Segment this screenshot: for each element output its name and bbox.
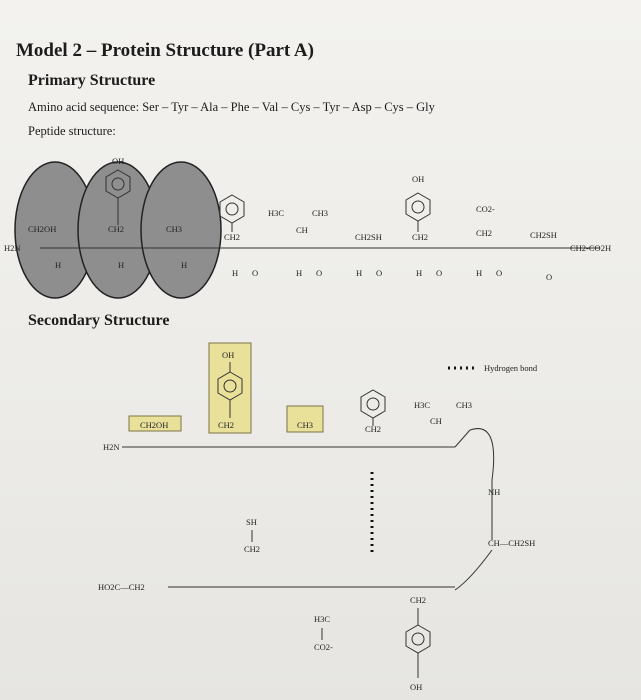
sec-c-terminus: HO2C—CH2 [98,582,145,592]
h-label: H [232,268,238,278]
ala-highlight-box [286,405,324,433]
sec-tyr-oh: OH [222,350,234,360]
h-label: H [476,268,482,278]
legend-label: Hydrogen bond [484,363,538,373]
sec-tyr-oh-b: OH [410,682,422,692]
sec-val-h3c: H3C [414,400,430,410]
sec-nh: NH [488,487,500,497]
val-ch3: CH3 [312,208,328,218]
val-h3c: H3C [268,208,284,218]
o-label: O [376,268,382,278]
secondary-structure-heading: Secondary Structure [28,312,170,329]
sec-cys-ch2: CH2 [244,544,260,554]
h-label: H [181,260,187,270]
cys-side-chain-2: CH2SH [530,230,557,240]
o-label: O [546,272,552,282]
o-label: O [252,268,258,278]
o-label: O [316,268,322,278]
ser-highlight-box [128,415,182,432]
o-label: O [436,268,442,278]
sec-tyr-ch2: CH2 [218,420,234,430]
sec-cys-sh: SH [246,517,257,527]
val-ch: CH [296,225,308,235]
backbone-n-terminus: H2N [4,243,21,253]
sec-val-ch: CH [430,416,442,426]
h-label: H [356,268,362,278]
tyr-ch2-1: CH2 [108,224,124,234]
sec-val-ch3: CH3 [456,400,472,410]
sec-cys-ch-ch2sh: CH—CH2SH [488,538,535,548]
h-label: H [296,268,302,278]
sec-tyr-ch2-b: CH2 [410,595,426,605]
ser-side-chain: CH2OH [28,224,56,234]
sec-ala-ch3: CH3 [297,420,313,430]
o-label: O [496,268,502,278]
tyr-ch2-2: CH2 [412,232,428,242]
sec-asp-co2: CO2- [314,642,333,652]
primary-structure-heading: Primary Structure [28,72,156,89]
tyr-ring-2 [405,192,431,222]
amino-acid-sequence: Amino acid sequence: Ser – Tyr – Ala – P… [28,100,435,114]
h-label: H [118,260,124,270]
sec-ser-ch2oh: CH2OH [140,420,168,430]
page-title: Model 2 – Protein Structure (Part A) [16,40,314,61]
phe-ring [219,194,245,224]
ala-side-chain: CH3 [166,224,182,234]
phe-ch2: CH2 [224,232,240,242]
residue-oval-ala [140,161,222,299]
peptide-structure-label: Peptide structure: [28,124,116,138]
h-label: H [416,268,422,278]
sec-phe-ch2: CH2 [365,424,381,434]
cys-side-chain-1: CH2SH [355,232,382,242]
backbone-c-terminus: CH2-CO2H [570,243,611,253]
asp-co2: CO2- [476,204,495,214]
sec-n-terminus: H2N [103,442,120,452]
tyr-oh-2: OH [412,174,424,184]
ser-alpha-h: H [55,260,61,270]
asp-ch2: CH2 [476,228,492,238]
sec-asp-h2c: H3C [314,614,330,624]
tyr-oh-1: OH [112,156,124,166]
